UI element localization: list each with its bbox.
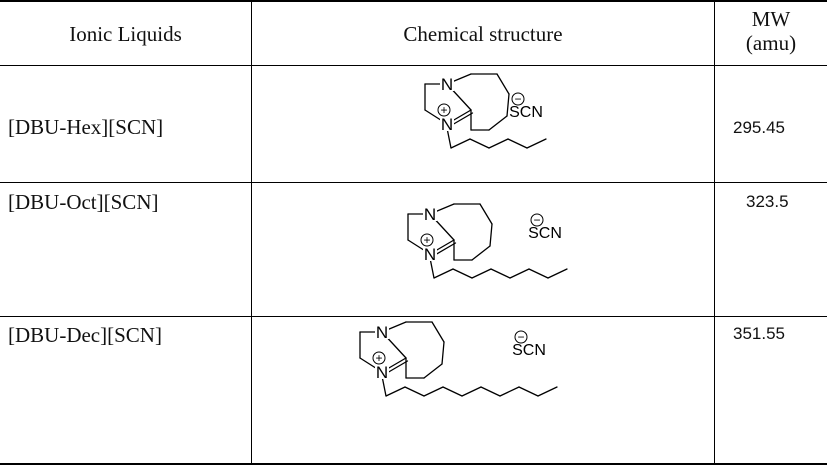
negative-charge-icon-sign: − <box>533 213 540 227</box>
alkyl-bond <box>381 375 387 397</box>
row-name-dbu-hex: [DBU-Hex][SCN] <box>8 115 164 139</box>
row-mw-dbu-hex: 295.45 <box>733 118 785 137</box>
row-divider-2 <box>0 316 827 317</box>
ring-bond <box>488 115 508 131</box>
header-mw-unit: (amu) <box>745 31 797 55</box>
atom-bg <box>440 75 454 91</box>
alkyl-bond <box>423 386 444 397</box>
positive-charge-icon-sign: + <box>423 233 430 247</box>
table-top-rule <box>0 0 827 2</box>
alkyl-bond <box>429 257 435 279</box>
nitrogen-label: N <box>376 323 388 342</box>
thiocyanate-anion-label: SCN <box>528 225 562 242</box>
alkyl-bond <box>499 386 520 397</box>
ring-bond <box>471 245 491 261</box>
alkyl-bond <box>404 386 425 397</box>
alkyl-bond <box>471 268 492 279</box>
column-divider-1 <box>251 0 252 465</box>
row-name-dbu-dec: [DBU-Dec][SCN] <box>8 323 162 347</box>
alkyl-bond <box>507 138 528 149</box>
header-mw: MW (amu) <box>715 7 827 55</box>
alkyl-bond <box>488 138 509 149</box>
thiocyanate-anion-label: SCN <box>509 104 543 121</box>
positive-charge-icon <box>437 103 451 117</box>
negative-charge-icon-sign: − <box>514 92 521 106</box>
atom-bg <box>423 205 437 221</box>
alkyl-bond <box>385 386 406 397</box>
atom-bg <box>423 245 437 261</box>
nitrogen-cation-label: N <box>376 363 388 382</box>
row-divider-1 <box>0 182 827 183</box>
alkyl-bond <box>528 268 549 279</box>
alkyl-bond <box>547 268 568 279</box>
positive-charge-icon-sign: + <box>440 103 447 117</box>
atom-bg <box>375 323 389 339</box>
header-ionic-liquids: Ionic Liquids <box>69 22 182 46</box>
positive-charge-icon <box>420 233 434 247</box>
header-chemical-structure: Chemical structure <box>403 22 563 46</box>
alkyl-bond <box>480 386 501 397</box>
nitrogen-label: N <box>424 205 436 224</box>
negative-charge-icon <box>511 92 525 106</box>
ring-bond <box>479 203 493 225</box>
nitrogen-cation-label: N <box>441 115 453 134</box>
negative-charge-icon-sign: − <box>517 330 524 344</box>
alkyl-bond <box>469 138 490 149</box>
negative-charge-icon <box>514 330 528 344</box>
positive-charge-icon <box>372 351 386 365</box>
column-divider-2 <box>714 0 715 465</box>
alkyl-bond <box>446 127 452 149</box>
alkyl-bond <box>461 386 482 397</box>
ring-bond <box>496 73 510 95</box>
row-mw-dbu-oct: 323.5 <box>746 192 789 211</box>
row-name-dbu-oct: [DBU-Oct][SCN] <box>8 190 159 214</box>
positive-charge-icon-sign: + <box>375 351 382 365</box>
header-bottom-rule <box>0 65 827 66</box>
alkyl-bond <box>452 268 473 279</box>
alkyl-bond <box>450 138 471 149</box>
nitrogen-cation-label: N <box>424 245 436 264</box>
ring-bond <box>441 341 445 365</box>
alkyl-bond <box>490 268 511 279</box>
thiocyanate-anion-label: SCN <box>512 342 546 359</box>
negative-charge-icon <box>530 213 544 227</box>
alkyl-bond <box>509 268 530 279</box>
alkyl-bond <box>537 386 558 397</box>
header-mw-label: MW <box>751 7 791 31</box>
ring-bond <box>431 321 445 343</box>
ring-bond <box>506 93 510 117</box>
ring-bond <box>423 363 443 379</box>
ring-bond <box>489 223 493 247</box>
atom-bg <box>375 363 389 379</box>
alkyl-bond <box>442 386 463 397</box>
nitrogen-label: N <box>441 75 453 94</box>
alkyl-bond <box>526 138 547 149</box>
table-bottom-rule <box>0 463 827 465</box>
row-mw-dbu-dec: 351.55 <box>733 324 785 343</box>
atom-bg <box>440 115 454 131</box>
alkyl-bond <box>518 386 539 397</box>
alkyl-bond <box>433 268 454 279</box>
